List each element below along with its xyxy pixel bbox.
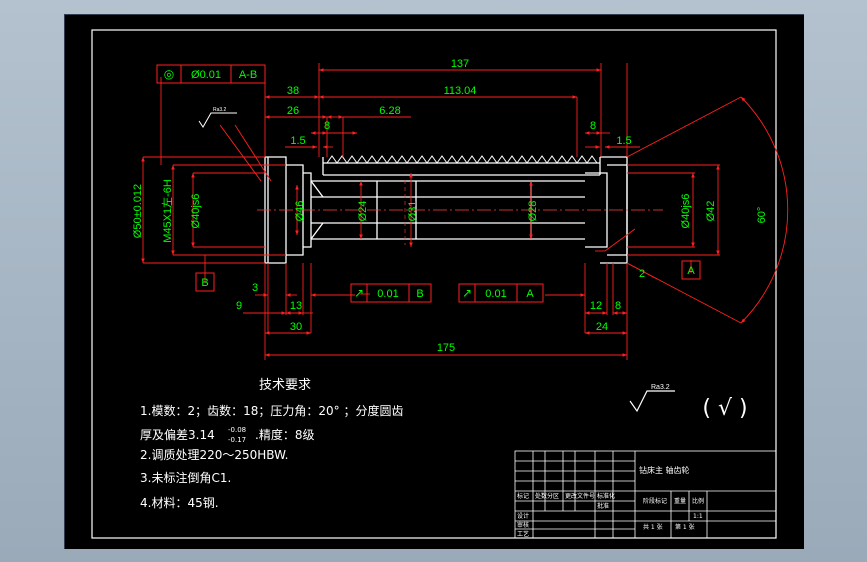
dim-24: 24 <box>596 321 608 333</box>
dim-137: 137 <box>451 58 469 70</box>
dim-113: 113.04 <box>444 85 477 97</box>
note-1b: 厚及偏差3.14 <box>140 427 215 442</box>
dim-15a: 1.5 <box>290 135 305 147</box>
technical-notes: 技术要求 1.模数：2；齿数：18；压力角：20° ；分度圆齿 厚及偏差3.14… <box>140 378 403 510</box>
dim-8b: 8 <box>590 120 596 132</box>
dia-40-right: Ø40js6 <box>680 194 692 229</box>
notes-title: 技术要求 <box>259 378 311 393</box>
note-1-sup: -0.08 <box>228 426 246 434</box>
dim-13: 13 <box>290 300 302 312</box>
runout-icon: ↗ <box>462 286 472 300</box>
datum-a: A <box>681 260 701 280</box>
note-2: 2.调质处理220～250HBW. <box>140 448 288 462</box>
dimension-labels: 137 38 113.04 26 6.28 8 1.5 8 1.5 3 9 13… <box>132 58 768 354</box>
engineering-drawing: 137 38 113.04 26 6.28 8 1.5 8 1.5 3 9 13… <box>91 29 789 539</box>
title-block <box>514 450 777 539</box>
svg-text:批准: 批准 <box>597 502 609 510</box>
svg-text:阶段标记: 阶段标记 <box>643 497 667 505</box>
dimension-lines <box>141 63 789 360</box>
roughness-symbol-left: Ra3.2 <box>198 107 237 128</box>
dia-50: Ø50±0.012 <box>132 184 144 238</box>
svg-text:Ra3.2: Ra3.2 <box>213 107 227 113</box>
dia-40-left: Ø40js6 <box>190 194 202 229</box>
svg-text:B: B <box>201 277 208 289</box>
datum-b: B <box>195 272 215 292</box>
note-1-sub: -0.17 <box>228 436 246 444</box>
runout-icon: ↗ <box>354 286 364 300</box>
dim-3: 3 <box>252 282 258 294</box>
runout-frame-a: ↗ 0.01 A <box>458 283 544 303</box>
dim-15b: 1.5 <box>616 135 631 147</box>
concentricity-icon: ◎ <box>164 67 174 81</box>
svg-text:比例: 比例 <box>692 497 704 505</box>
svg-text:分区: 分区 <box>547 492 559 500</box>
note-4: 4.材料：45钢. <box>140 496 219 510</box>
svg-text:A: A <box>687 265 695 277</box>
dia-24: Ø24 <box>357 201 369 222</box>
note-1c: .精度：8级 <box>255 427 314 442</box>
border-rect <box>91 29 777 539</box>
runout-a-datum: A <box>526 288 534 300</box>
dia-28: Ø28 <box>527 201 539 222</box>
dia-31: Ø31 <box>407 201 419 222</box>
concentricity-frame: ◎ Ø0.01 A-B <box>156 64 266 84</box>
roughness-rest: ( √ ) <box>702 396 747 421</box>
dim-38: 38 <box>287 85 299 97</box>
dim-26: 26 <box>287 105 299 117</box>
dim-2: 2 <box>639 268 645 280</box>
runout-a-value: 0.01 <box>485 288 506 300</box>
svg-text:重量: 重量 <box>674 497 686 505</box>
concentricity-value: Ø0.01 <box>191 69 221 81</box>
svg-text:设计: 设计 <box>517 512 529 520</box>
runout-b-value: 0.01 <box>377 288 398 300</box>
dim-12: 12 <box>590 300 602 312</box>
gear-teeth <box>326 155 598 164</box>
dim-8a: 8 <box>324 120 330 132</box>
runout-b-datum: B <box>416 288 423 300</box>
svg-text:第 1 张: 第 1 张 <box>675 523 695 531</box>
svg-text:1:1: 1:1 <box>693 513 703 520</box>
dim-175: 175 <box>437 342 455 354</box>
svg-text:审核: 审核 <box>517 521 529 529</box>
drawing-frame: 137 38 113.04 26 6.28 8 1.5 8 1.5 3 9 13… <box>64 14 804 549</box>
roughness-symbol-main: Ra3.2 ( √ ) <box>629 384 748 421</box>
svg-text:处数: 处数 <box>535 492 547 500</box>
dia-42: Ø42 <box>705 201 717 222</box>
note-1: 1.模数：2；齿数：18；压力角：20° ；分度圆齿 <box>140 403 403 418</box>
note-3: 3.未标注倒角C1. <box>140 470 231 485</box>
svg-text:工艺: 工艺 <box>517 530 529 538</box>
part-name: 钻床主 轴齿轮 <box>639 465 690 475</box>
dim-628: 6.28 <box>379 105 400 117</box>
svg-text:标准化: 标准化 <box>597 492 615 500</box>
dim-9: 9 <box>236 300 242 312</box>
dim-30: 30 <box>290 321 302 333</box>
svg-text:Ra3.2: Ra3.2 <box>651 384 670 391</box>
svg-text:共 1 张: 共 1 张 <box>643 523 663 531</box>
svg-text:标记: 标记 <box>517 492 529 500</box>
concentricity-datum: A-B <box>239 69 257 81</box>
dia-m45: M45X1左-6H <box>161 179 174 243</box>
svg-text:更改文件号: 更改文件号 <box>565 492 595 500</box>
angle-60: 60° <box>756 207 768 224</box>
dim-8c: 8 <box>615 300 621 312</box>
dia-46: Ø46 <box>294 201 306 222</box>
title-block-text: 钻床主 轴齿轮 标记 处数 分区 更改文件号 设计 审核 工艺 标准化 批准 阶… <box>517 465 704 538</box>
runout-frame-b: ↗ 0.01 B <box>350 283 432 303</box>
